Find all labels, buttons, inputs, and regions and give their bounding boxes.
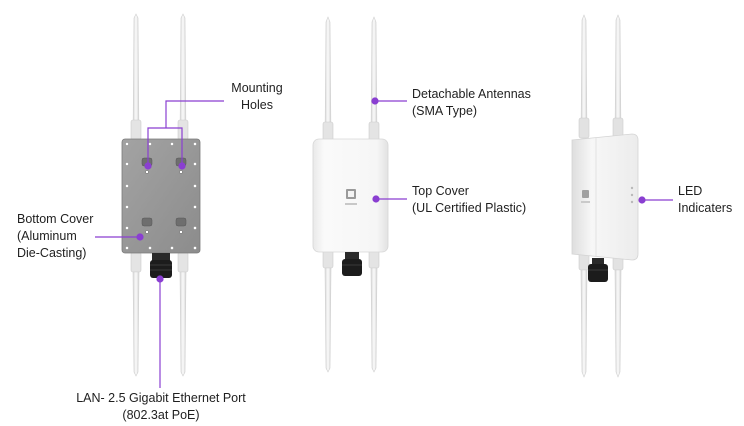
antenna-front-right-top <box>368 16 380 143</box>
lan-port-line1: LAN- 2.5 Gigabit Ethernet Port <box>76 391 246 405</box>
antenna-side-front-top <box>612 14 624 139</box>
bottom-cover-dot <box>136 233 144 241</box>
antennas-dot <box>371 97 379 105</box>
top-cover-line2: (UL Certified Plastic) <box>412 201 527 215</box>
top-cover-line1: Top Cover <box>412 184 469 198</box>
top-cover-dot <box>372 195 380 203</box>
side-housing <box>571 133 639 261</box>
side-connector <box>588 258 608 282</box>
mounting-holes-bracket <box>147 127 183 166</box>
back-view <box>121 13 201 377</box>
led-label: LED Indicaters <box>678 183 732 217</box>
antennas-line1: Detachable Antennas <box>412 87 531 101</box>
side-logo <box>581 190 590 203</box>
antenna-side-front-bottom <box>612 251 624 378</box>
front-view <box>312 16 389 373</box>
led-line1: LED <box>678 184 703 198</box>
antenna-right-top <box>177 13 189 141</box>
callout-lines <box>95 97 673 388</box>
antennas-line2: (SMA Type) <box>412 104 478 118</box>
led-dot <box>638 196 646 204</box>
side-view <box>571 14 639 378</box>
antenna-left-bottom <box>130 251 142 377</box>
antenna-front-left-top <box>322 16 334 143</box>
lan-port-dot <box>156 275 164 283</box>
lan-port-line2: (802.3at PoE) <box>122 408 200 422</box>
brand-logo <box>345 189 357 205</box>
mounting-holes-line1: Mounting <box>231 81 283 95</box>
antenna-front-right-bottom <box>368 249 380 373</box>
top-cover-label: Top Cover (UL Certified Plastic) <box>412 183 526 217</box>
antenna-side-back-bottom <box>578 251 590 378</box>
led-indicators <box>630 186 634 204</box>
bottom-cover-label: Bottom Cover (Aluminum Die-Casting) <box>17 211 93 262</box>
bottom-cover-line3: Die-Casting) <box>17 246 87 260</box>
bottom-cover-line2: (Aluminum <box>17 229 77 243</box>
led-line2: Indicaters <box>678 201 733 215</box>
front-connector <box>342 252 362 276</box>
mounting-holes-dot-right <box>178 162 186 170</box>
antenna-side-back-top <box>578 14 590 139</box>
antenna-right-bottom <box>177 251 189 377</box>
back-plate <box>121 138 201 254</box>
lan-port-label: LAN- 2.5 Gigabit Ethernet Port (802.3at … <box>66 390 256 424</box>
antenna-left-top <box>130 13 142 141</box>
mounting-holes-label: Mounting Holes <box>226 80 288 114</box>
antennas-label: Detachable Antennas (SMA Type) <box>412 86 531 120</box>
plate-screws <box>125 142 197 250</box>
bottom-cover-line1: Bottom Cover <box>17 212 94 226</box>
mounting-holes-leader <box>165 100 224 128</box>
lan-connector <box>150 253 172 278</box>
mounting-holes-line2: Holes <box>241 98 273 112</box>
antenna-front-left-bottom <box>322 249 334 373</box>
mounting-holes-dot-left <box>144 162 152 170</box>
